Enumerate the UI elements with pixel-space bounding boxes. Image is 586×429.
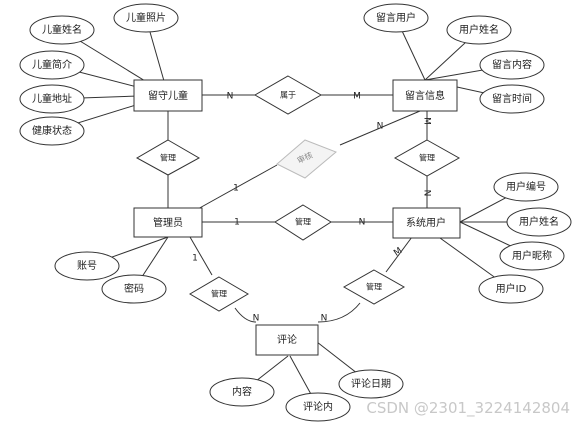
rel-manage-messages-label: 管理: [419, 153, 435, 163]
attr-user-nickname: [499, 241, 565, 271]
entity-system-user: [392, 207, 461, 239]
attr-user-name-label: 用户姓名: [519, 215, 559, 228]
card-message-manage: M: [422, 117, 432, 125]
entity-left-behind-children-label: 留守儿童: [148, 89, 188, 102]
attr-message-content-label: 留言内容: [492, 58, 532, 71]
attr-child-intro: [19, 50, 85, 80]
rel-manage-children-label: 管理: [160, 153, 176, 163]
attr-child-name: [29, 15, 95, 45]
rel-review: [276, 139, 337, 179]
attr-comment-text-label: 评论内: [303, 400, 333, 413]
rel-manage-users: [274, 204, 332, 241]
card-comment-from-user: N: [321, 314, 328, 324]
attr-child-intro-label: 儿童简介: [32, 58, 72, 71]
card-manage-sysuser: N: [359, 218, 366, 228]
rel-user-comment-label: 管理: [366, 282, 382, 292]
attr-message-user-name-label: 用户姓名: [459, 23, 499, 36]
edge-comment-from-user: [317, 302, 361, 323]
attr-user-id-label: 用户ID: [496, 282, 527, 295]
entity-message-info: [392, 79, 458, 112]
attr-child-photo: [113, 3, 179, 33]
rel-manage-comments-label: 管理: [211, 289, 227, 299]
card-admin-comment: 1: [192, 254, 198, 264]
card-admin-manage: 1: [234, 218, 240, 228]
attr-child-address-label: 儿童地址: [32, 92, 72, 105]
attr-message-time-label: 留言时间: [492, 92, 532, 105]
attr-user-number-label: 用户编号: [506, 180, 546, 193]
edge-comment-from-admin: [234, 307, 257, 323]
rel-manage-messages: [393, 139, 461, 177]
entity-left-behind-children: [133, 79, 203, 112]
entity-comment-label: 评论: [277, 333, 297, 346]
attr-health-status: [19, 116, 85, 146]
attr-message-user: [363, 3, 429, 33]
entity-system-user-label: 系统用户: [406, 216, 446, 229]
attr-account-label: 账号: [77, 260, 97, 272]
attr-health-status-label: 健康状态: [32, 124, 72, 137]
card-belongs-message: M: [353, 92, 361, 102]
edge-review-admin: [195, 164, 278, 211]
attr-comment-content: [209, 377, 275, 407]
rel-belongs-to: [253, 75, 323, 115]
attr-password: [101, 274, 167, 304]
card-message-review: N: [377, 122, 384, 132]
attr-child-name-label: 儿童姓名: [42, 23, 82, 36]
attr-comment-date-label: 评论日期: [351, 377, 391, 390]
rel-manage-users-label: 管理: [295, 217, 311, 227]
entity-message-info-label: 留言信息: [405, 89, 445, 102]
attr-message-time: [479, 84, 545, 114]
attr-message-user-label: 留言用户: [376, 11, 416, 24]
attr-child-address: [19, 84, 85, 114]
attr-comment-text: [285, 392, 351, 422]
rel-manage-children: [135, 139, 201, 176]
entity-comment: [255, 324, 319, 356]
rel-user-comment: [342, 269, 406, 305]
edge-message-review: [339, 110, 421, 146]
attr-comment-date: [338, 369, 404, 399]
card-manage-user: N: [422, 190, 432, 197]
card-review-admin: 1: [233, 184, 239, 194]
rel-belongs-to-label: 属于: [280, 91, 296, 100]
attr-comment-content-label: 内容: [232, 385, 252, 398]
edge-admin-comment: [189, 236, 213, 276]
attr-message-content: [479, 50, 545, 80]
attr-message-user-name: [446, 15, 512, 45]
entity-admin: [133, 207, 203, 238]
attr-account: [54, 251, 120, 281]
attr-password-label: 密码: [124, 282, 144, 295]
entity-admin-label: 管理员: [153, 216, 183, 229]
attr-child-photo-label: 儿童照片: [126, 11, 166, 24]
edge-sysuser-comment: [385, 236, 413, 273]
card-comment-from-admin: N: [253, 314, 260, 324]
attr-user-id: [478, 274, 544, 304]
watermark: CSDN @2301_3224142804: [366, 399, 570, 418]
attr-user-name: [506, 207, 572, 237]
rel-manage-comments: [189, 276, 249, 312]
attr-user-nickname-label: 用户昵称: [512, 249, 552, 262]
card-children-belongs: N: [227, 92, 234, 102]
attr-user-number: [493, 172, 559, 202]
card-sysuser-comment: M: [392, 246, 404, 259]
